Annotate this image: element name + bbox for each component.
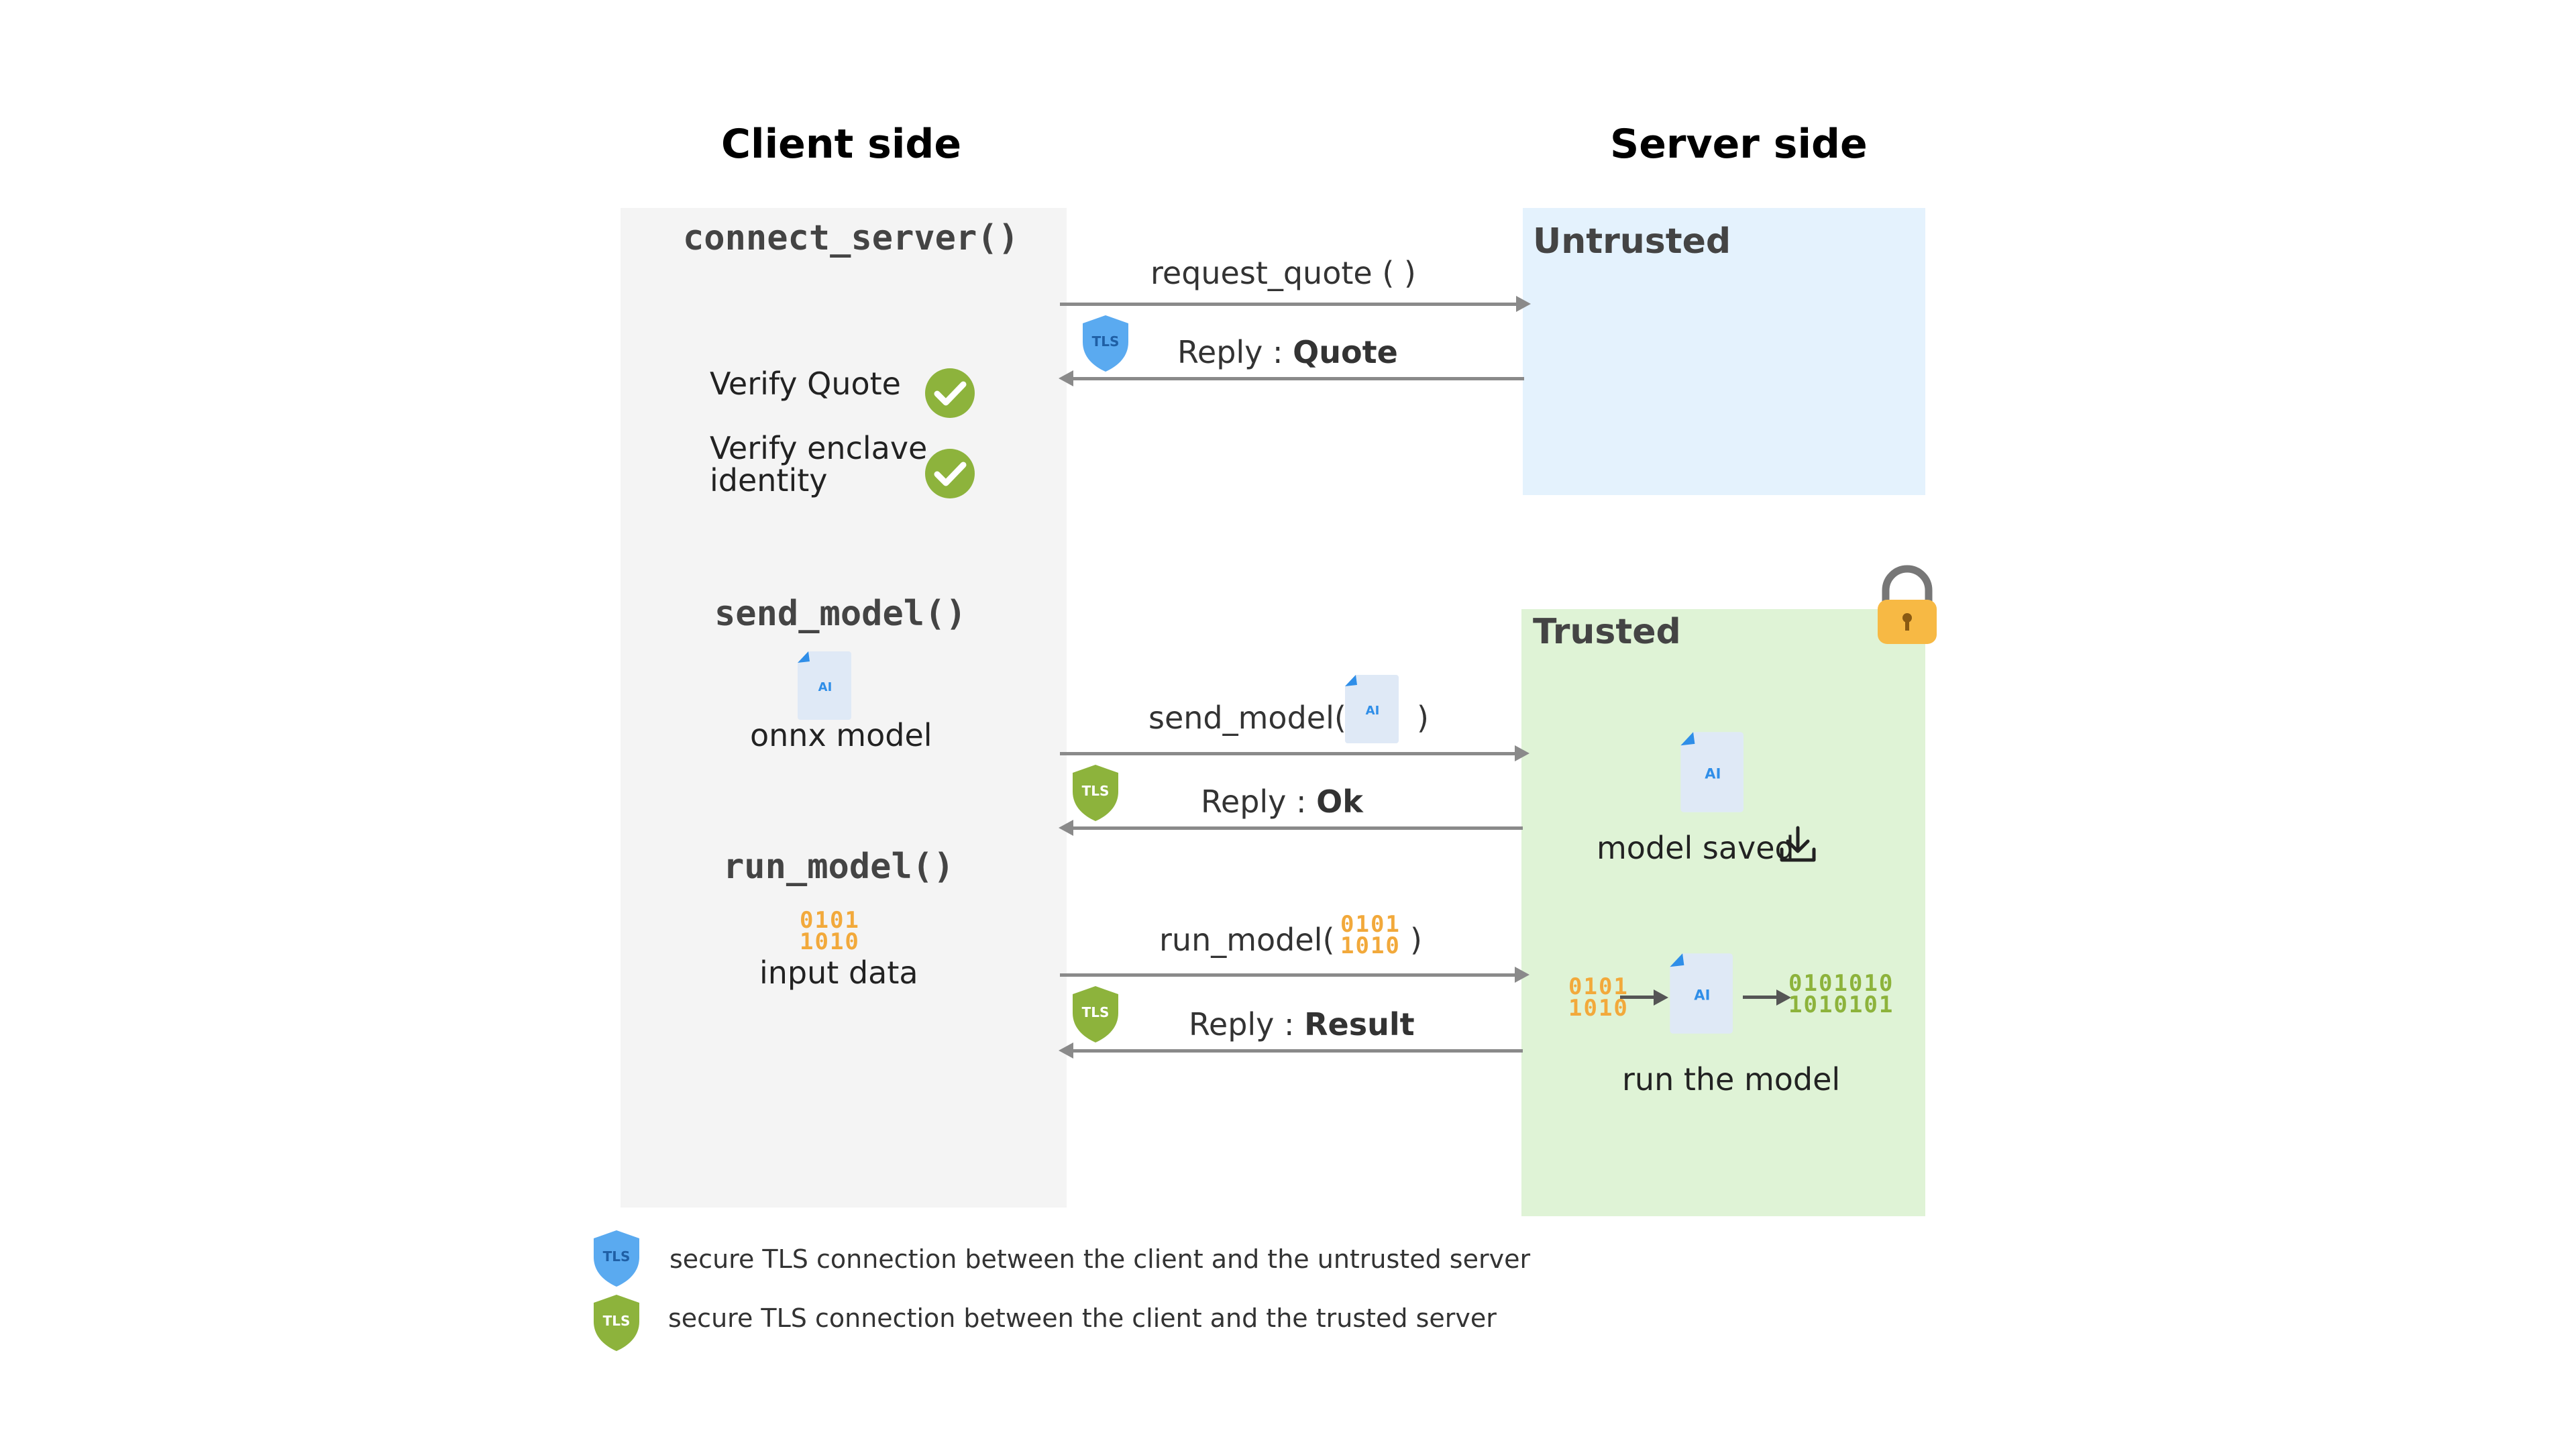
binary-input-icon: 0101 1010 [800, 907, 860, 956]
reply-result-label: Reply : Result [1189, 1006, 1415, 1042]
reply-prefix: Reply : [1189, 1006, 1305, 1042]
tls-badge-text: TLS [1082, 1004, 1110, 1020]
tls-badge-text: TLS [603, 1248, 631, 1265]
check-icon [925, 368, 975, 418]
ai-doc-text: AI [1366, 704, 1380, 718]
tls-green-shield-icon: TLS [594, 1295, 639, 1351]
running-model-file-icon: AI [1670, 953, 1733, 1034]
arrow-head [1516, 296, 1531, 312]
run-model-call-prefix: run_model( [1159, 922, 1335, 958]
model-saved-label: model saved [1597, 830, 1794, 866]
reply-result-arrow [1071, 1049, 1523, 1053]
ai-doc-text: AI [1694, 986, 1710, 1003]
tls-green-shield-icon: TLS [1073, 765, 1118, 821]
server-side-heading: Server side [1610, 121, 1868, 168]
tls-badge-text: TLS [1082, 783, 1110, 799]
pipeline-arrow-line [1743, 996, 1778, 999]
reply-quote-arrow [1071, 377, 1524, 380]
reply-value: Ok [1316, 784, 1363, 820]
reply-ok-label: Reply : Ok [1201, 784, 1363, 820]
untrusted-server-panel [1523, 208, 1925, 495]
legend-green-tls: secure TLS connection between the client… [668, 1303, 1497, 1333]
verify-enclave-label: Verify enclave identity [710, 430, 928, 499]
client-side-heading: Client side [721, 121, 962, 168]
arrow-head [1059, 370, 1073, 386]
binary-input-icon: 0101 1010 [1568, 973, 1629, 1022]
reply-prefix: Reply : [1201, 784, 1317, 820]
ai-doc-text: AI [1705, 765, 1721, 782]
untrusted-title: Untrusted [1533, 221, 1731, 262]
connect-server-function: connect_server() [683, 218, 1019, 258]
lock-icon [1878, 565, 1937, 644]
download-icon [1780, 826, 1816, 862]
arrow-head [1515, 967, 1529, 983]
reply-ok-arrow [1071, 826, 1523, 830]
run-model-call-suffix: ) [1410, 922, 1422, 958]
run-model-arrow [1060, 973, 1523, 977]
arrow-head [1059, 1042, 1073, 1059]
saved-model-file-icon: AI [1680, 732, 1743, 812]
send-model-call-suffix: ) [1417, 700, 1429, 736]
input-data-label: input data [759, 955, 918, 991]
reply-value: Quote [1293, 334, 1398, 370]
tls-blue-shield-icon: TLS [1083, 315, 1128, 372]
request-quote-label: request_quote ( ) [1150, 255, 1416, 291]
tls-green-shield-icon: TLS [1073, 986, 1118, 1042]
run-model-function: run_model() [723, 847, 955, 887]
send-model-arrow [1060, 752, 1523, 755]
binary-input-icon: 0101 1010 [1340, 911, 1401, 960]
reply-quote-label: Reply : Quote [1177, 334, 1398, 370]
tls-blue-shield-icon: TLS [594, 1230, 639, 1287]
onnx-model-label: onnx model [750, 717, 932, 753]
binary-output-icon: 0101010 1010101 [1788, 970, 1894, 1019]
verify-quote-label: Verify Quote [710, 366, 901, 402]
pipeline-arrow-head [1776, 989, 1791, 1006]
pipeline-arrow-head [1654, 989, 1668, 1006]
reply-prefix: Reply : [1177, 334, 1293, 370]
run-the-model-label: run the model [1622, 1061, 1841, 1097]
trusted-server-panel [1521, 609, 1925, 1216]
legend-blue-tls: secure TLS connection between the client… [669, 1244, 1531, 1274]
ai-doc-text: AI [818, 680, 833, 694]
check-icon [925, 449, 975, 498]
reply-value: Result [1304, 1006, 1415, 1042]
trusted-title: Trusted [1533, 612, 1681, 652]
request-quote-arrow [1060, 303, 1524, 306]
arrow-head [1515, 745, 1529, 761]
send-model-function: send_model() [714, 594, 967, 634]
tls-badge-text: TLS [603, 1313, 631, 1329]
ai-model-file-icon: AI [798, 651, 851, 720]
ai-model-file-icon: AI [1345, 675, 1399, 743]
pipeline-arrow-line [1620, 996, 1655, 999]
tls-badge-text: TLS [1092, 333, 1120, 350]
arrow-head [1059, 820, 1073, 836]
send-model-call-prefix: send_model( [1148, 700, 1346, 736]
